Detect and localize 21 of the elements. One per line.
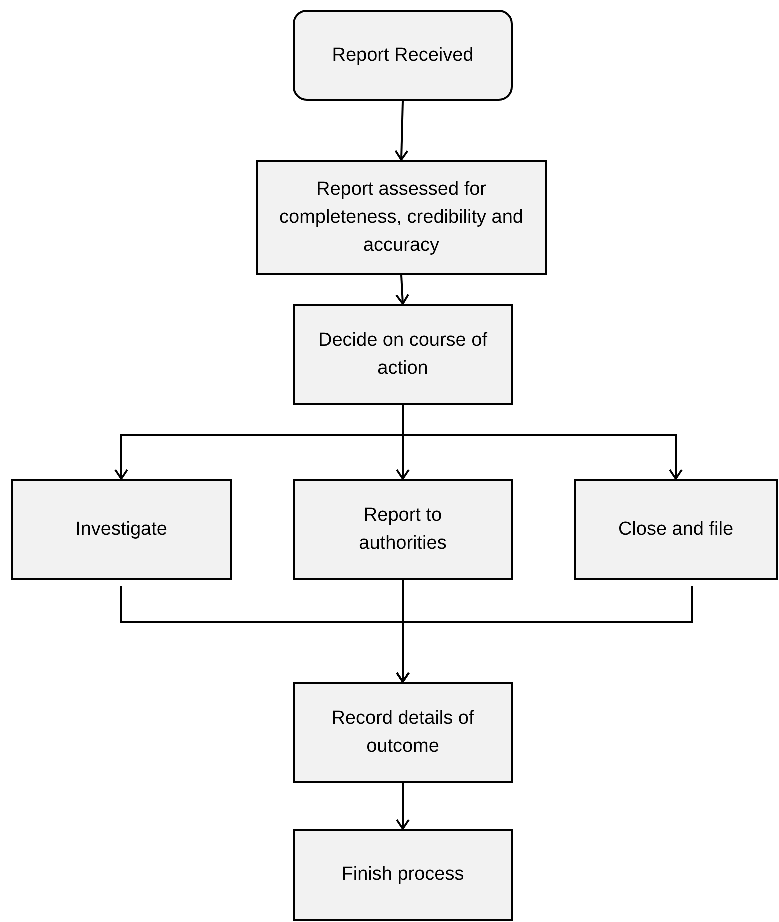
process-box	[293, 304, 513, 405]
process-box	[293, 479, 513, 580]
arrow	[396, 586, 693, 683]
box-label: Report to authorities	[358, 504, 448, 556]
process-box	[11, 479, 232, 580]
box-label: Close and file	[618, 518, 734, 542]
start-box	[293, 10, 513, 101]
box-label: Report Received	[332, 44, 474, 68]
process-box	[574, 479, 778, 580]
box-label: Investigate	[76, 518, 168, 542]
box-label: Report assessed for completeness, credibility and accuracy	[278, 178, 524, 258]
arrow	[396, 274, 410, 305]
arrow	[402, 405, 683, 480]
process-box	[293, 682, 513, 783]
arrow	[394, 100, 409, 161]
box-label: Decide on course of action	[318, 328, 488, 380]
process-box	[293, 829, 513, 921]
box-label: Record details of outcome	[330, 706, 476, 758]
box-label: Finish process	[342, 863, 464, 887]
process-box	[256, 160, 547, 275]
arrow	[396, 783, 410, 830]
